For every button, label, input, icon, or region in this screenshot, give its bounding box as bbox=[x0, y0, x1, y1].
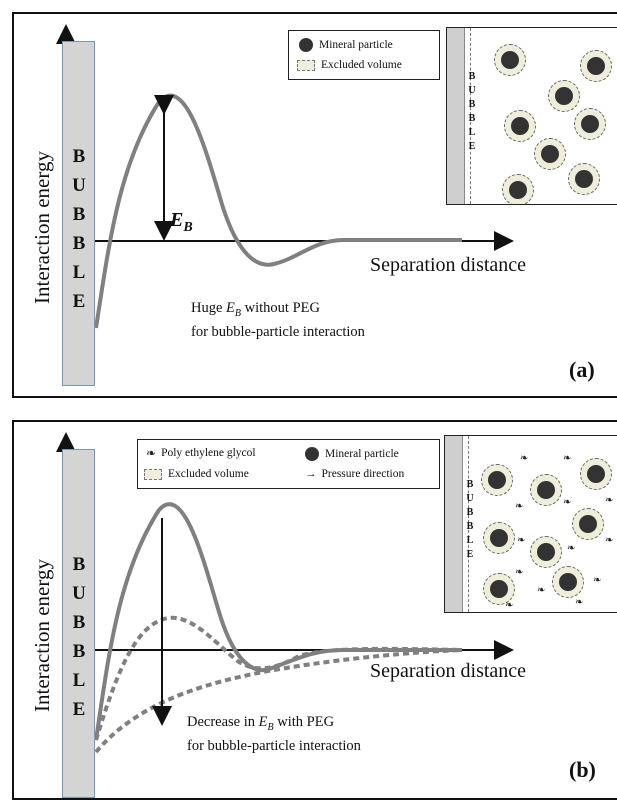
mineral-particle bbox=[502, 174, 534, 204]
mineral-particle bbox=[552, 566, 584, 598]
mineral-particle bbox=[534, 138, 566, 170]
peg-coil-icon: ❧ bbox=[505, 600, 514, 611]
mineral-particle bbox=[504, 110, 536, 142]
energy-curve-without-peg bbox=[94, 502, 462, 741]
mineral-particle bbox=[494, 44, 526, 76]
mineral-particle bbox=[530, 474, 562, 506]
energy-curve-no-barrier bbox=[94, 648, 463, 754]
mineral-particle bbox=[572, 508, 604, 540]
peg-coil-icon: ❧ bbox=[575, 597, 584, 608]
note-a: Huge EB without PEG for bubble-particle … bbox=[191, 300, 365, 340]
legend-peg-label: Poly ethylene glycol bbox=[161, 447, 256, 459]
panel-label-a: (a) bbox=[569, 357, 595, 382]
peg-coil-icon: ❧ bbox=[567, 543, 576, 554]
y-axis-label: Interaction energy bbox=[30, 151, 54, 304]
legend-a: Mineral particle Excluded volume bbox=[288, 30, 440, 80]
mineral-particle bbox=[530, 536, 562, 568]
peg-coil-icon: ❧ bbox=[537, 585, 546, 596]
mineral-particle bbox=[568, 163, 600, 195]
energy-curve bbox=[94, 93, 462, 329]
peg-coil-icon: ❧ bbox=[515, 567, 524, 578]
excluded-volume-icon bbox=[297, 59, 315, 71]
mineral-particle-icon bbox=[299, 38, 313, 52]
mineral-particle bbox=[481, 464, 513, 496]
y-axis-label: Interaction energy bbox=[30, 559, 54, 712]
panel-label-b: (b) bbox=[569, 757, 596, 782]
energy-plot-b bbox=[56, 432, 514, 798]
bubble-wall bbox=[62, 41, 95, 386]
peg-coil-icon: ❧ bbox=[563, 497, 572, 508]
peg-coil-icon: ❧ bbox=[146, 446, 157, 460]
energy-curve-with-peg bbox=[94, 615, 463, 741]
inset-bubble-wall bbox=[447, 28, 465, 204]
mineral-particle bbox=[580, 50, 612, 82]
legend-mineral-label: Mineral particle bbox=[325, 448, 399, 460]
note-b: Decrease in EB with PEG for bubble-parti… bbox=[187, 714, 361, 754]
peg-coil-icon: ❧ bbox=[593, 575, 602, 586]
peg-coil-icon: ❧ bbox=[563, 453, 572, 464]
legend-pressure-label: Pressure direction bbox=[321, 468, 405, 480]
mineral-particle-icon bbox=[305, 447, 319, 461]
legend-excluded-label: Excluded volume bbox=[321, 59, 402, 71]
inset-bubble-wall bbox=[445, 436, 463, 612]
peg-coil-icon: ❧ bbox=[605, 535, 614, 546]
excluded-volume-icon bbox=[144, 468, 162, 480]
eb-label: EB bbox=[170, 209, 193, 235]
mineral-particle bbox=[574, 108, 606, 140]
arrow-right-icon: → bbox=[305, 468, 317, 480]
peg-coil-icon: ❧ bbox=[517, 535, 526, 546]
legend-excluded-label: Excluded volume bbox=[168, 468, 249, 480]
mineral-particle bbox=[580, 458, 612, 490]
peg-coil-icon: ❧ bbox=[520, 453, 529, 464]
mineral-particle bbox=[483, 573, 515, 605]
legend-mineral-label: Mineral particle bbox=[319, 39, 393, 51]
legend-b: ❧ Poly ethylene glycol Mineral particle E… bbox=[137, 439, 440, 489]
mineral-particle bbox=[483, 522, 515, 554]
peg-coil-icon: ❧ bbox=[605, 495, 614, 506]
x-axis-label: Separation distance bbox=[370, 660, 527, 682]
bubble-wall bbox=[62, 449, 95, 798]
peg-coil-icon: ❧ bbox=[515, 501, 524, 512]
mineral-particle bbox=[548, 80, 580, 112]
x-axis-label: Separation distance bbox=[370, 254, 527, 276]
